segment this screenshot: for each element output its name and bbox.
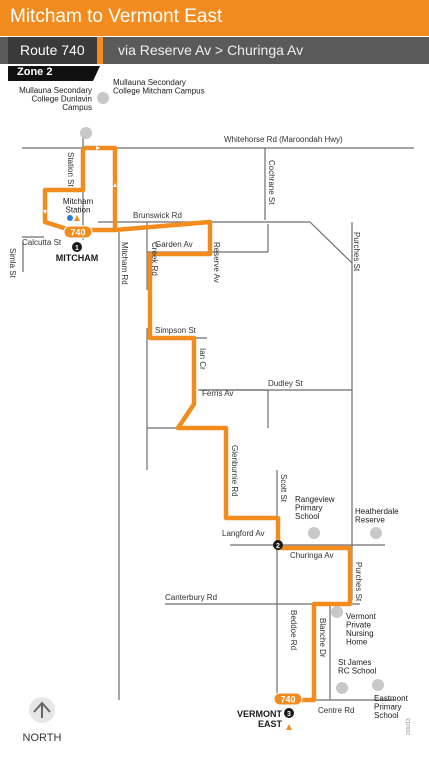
arrow-icon — [113, 183, 117, 187]
poi-icon — [308, 527, 320, 539]
label-ian: Ian Cr — [198, 348, 207, 370]
label-canterbury: Canterbury Rd — [165, 593, 217, 602]
label-purches: Purches St — [352, 232, 361, 272]
place-label-line: College Mitcham Campus — [113, 87, 205, 96]
arrow-icon — [96, 146, 100, 150]
route-badge-top-label: 740 — [70, 228, 85, 238]
title-bar — [0, 0, 429, 36]
route-label: Route 740 — [20, 42, 85, 58]
label-churinga: Churinga Av — [290, 551, 333, 560]
label-garden: Garden Av — [155, 240, 193, 249]
stop-2-marker — [273, 540, 283, 550]
north-label: NORTH — [23, 732, 62, 744]
label-ferris: Ferris Av — [202, 389, 233, 398]
route-line-loop — [42, 148, 115, 233]
zone-label: Zone 2 — [17, 66, 53, 78]
direction-arrows — [43, 146, 117, 214]
place-label-line: Primary — [295, 504, 323, 513]
bus-icon — [67, 215, 73, 221]
label-beddoe: Beddoe Rd — [289, 610, 298, 650]
route-number-box — [8, 37, 97, 64]
route-badge-bottom — [273, 692, 303, 706]
page-title: Mitcham to Vermont East — [10, 6, 223, 27]
stop-1-marker — [72, 242, 82, 252]
poi-icon — [372, 679, 384, 691]
place-label-line: Eastmont — [374, 694, 409, 703]
place-label-line: Reserve — [355, 516, 385, 525]
zone-tab — [8, 66, 93, 81]
place-label-line: School — [295, 512, 320, 521]
place-label-line: Vermont — [346, 612, 377, 621]
road-brunswick-east — [309, 221, 353, 264]
train-icon — [286, 724, 292, 730]
label-langford: Langford Av — [222, 529, 265, 538]
stop-3-number: 3 — [287, 711, 291, 718]
label-glenburnie: Glenburnie Rd — [230, 445, 239, 497]
label-simpson: Simpson St — [155, 326, 197, 335]
place-label-line: RC School — [338, 667, 376, 676]
stop-3-name-line1: VERMONT — [237, 709, 283, 719]
place-label-line: Station — [66, 206, 91, 215]
label-whitehorse: Whitehorse Rd (Maroondah Hwy) — [224, 135, 343, 144]
stop-2-number: 2 — [276, 543, 280, 550]
label-creek: Creek Rd — [150, 242, 159, 276]
place-label-line: Mullauna Secondary — [19, 86, 92, 95]
place-label-line: Primary — [374, 703, 402, 712]
route-badge-bottom-label: 740 — [280, 695, 295, 705]
poi-icon — [331, 606, 343, 618]
arrow-icon — [43, 210, 47, 214]
poi-icon — [97, 92, 109, 104]
poi-icon — [370, 527, 382, 539]
poi-icon — [336, 682, 348, 694]
label-cochrane: Cochrane St — [267, 160, 276, 205]
place-label-line: School — [374, 711, 399, 720]
label-blanche: Blanche Dr — [318, 618, 327, 658]
stop-3-name-line2: EAST — [258, 719, 283, 729]
label-brunswick: Brunswick Rd — [133, 211, 182, 220]
map-code: 201013 — [406, 718, 412, 735]
label-mitcham-rd: Mitcham Rd — [120, 242, 129, 285]
place-label-line: Home — [346, 638, 368, 647]
place-label-line: Campus — [62, 103, 92, 112]
place-label-line: Mitcham — [63, 197, 94, 206]
stop-1-number: 1 — [75, 245, 79, 252]
train-icon — [74, 215, 80, 221]
label-station-st: Station St — [66, 152, 75, 187]
poi-markers — [80, 92, 384, 694]
route-accent — [97, 37, 103, 64]
label-scott: Scott St — [279, 474, 288, 503]
place-label-line: Rangeview — [295, 495, 335, 504]
place-label-line: Mullauna Secondary — [113, 78, 186, 87]
place-label-line: College Dunlavin — [32, 95, 92, 104]
label-simla: Simla St — [8, 248, 17, 279]
label-purches-south: Purches St — [354, 562, 363, 602]
place-label-line: Heatherdale — [355, 507, 399, 516]
route-badge-top — [63, 225, 93, 239]
route-line — [83, 145, 353, 703]
place-label-line: Nursing — [346, 629, 374, 638]
place-label-line: St James — [338, 658, 371, 667]
label-dudley: Dudley St — [268, 379, 303, 388]
poi-icon — [80, 127, 92, 139]
place-label-line: Private — [346, 621, 371, 630]
zone-tab-slant — [85, 66, 100, 81]
stop-1-name: MITCHAM — [56, 253, 99, 263]
label-calcutta: Calcutta St — [22, 238, 62, 247]
label-reserve: Reserve Av — [212, 242, 221, 283]
stop-3-marker — [284, 708, 294, 718]
route-via: via Reserve Av > Churinga Av — [118, 42, 304, 58]
label-centre: Centre Rd — [318, 706, 354, 715]
